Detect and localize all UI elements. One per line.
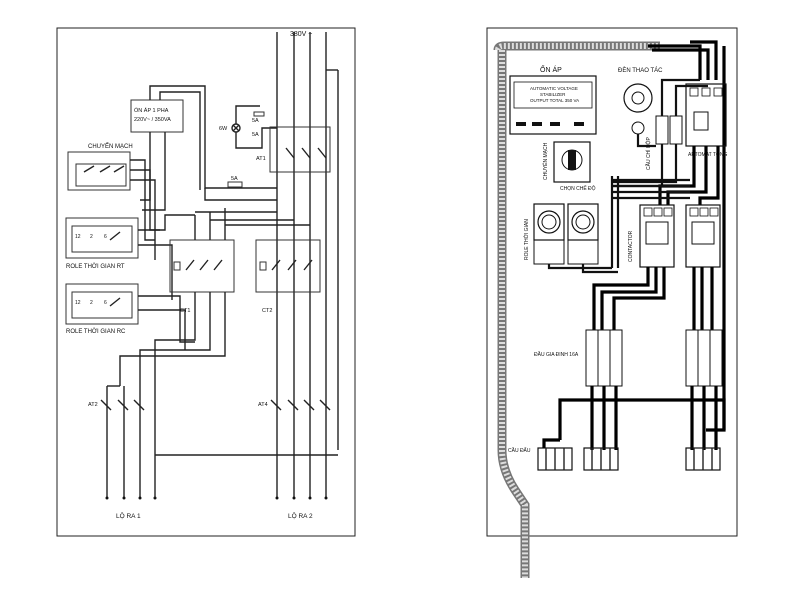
breaker-at1-label: AT1: [256, 156, 266, 162]
panel-stabilizer: ỔN ÁP AUTOMATIC VOLTAGE STABILIZER OUTPU…: [509, 65, 597, 135]
output-terminals: LỘ RA 1 LỘ RA 2: [105, 455, 328, 520]
panel-terminal-blocks: CẦU ĐẤU: [508, 438, 721, 471]
svg-text:12: 12: [75, 300, 81, 306]
svg-text:2: 2: [90, 300, 93, 306]
terminal-label: CẦU ĐẤU: [508, 447, 531, 454]
stabilizer-text-3: OUTPUT TOTAL 350 VA: [530, 98, 579, 103]
phase-bus-lines: [276, 32, 339, 498]
panel-branch-breakers: ĐẦU GIA ĐINH 16A: [534, 329, 726, 450]
breaker-at2-label: AT2: [88, 402, 98, 408]
stabilizer-text-1: AUTOMATIC VOLTAGE: [530, 86, 578, 91]
panel-wire-bundle: [610, 176, 690, 268]
output-breaker-at4: AT4: [258, 399, 331, 411]
stabilizer-label-2: 220V~ / 350VA: [134, 117, 171, 123]
cable-duct: [493, 41, 660, 578]
panel-frame: [486, 27, 738, 537]
fuse-label-3: 5A: [231, 176, 238, 182]
contactor-label: CONTACTOR: [628, 230, 634, 262]
panel-pilot-lamp: ĐÈN THAO TÁC: [618, 67, 663, 148]
fuse-holder-label: CẦU CHÌ HỘP: [645, 137, 652, 170]
output-breaker-at2: AT2: [88, 360, 338, 498]
pilot-lamp-circuit: 6W 5A 5A: [219, 105, 277, 149]
fuse-label-1: 5A: [252, 118, 259, 124]
stabilizer-title: ỔN ÁP: [540, 65, 562, 74]
relay-rt-label: ROLE THỜI GIAN RT: [66, 263, 125, 270]
svg-text:6: 6: [104, 300, 107, 306]
selector-sub-label: CHỌN CHẾ ĐỘ: [560, 185, 596, 192]
fuse-label-2: 5A: [252, 132, 259, 138]
breaker-at4-label: AT4: [258, 402, 268, 408]
timer-relay-rt: 12 2 6 ROLE THỜI GIAN RT: [65, 214, 195, 300]
fuse-5a: 5A: [227, 176, 243, 188]
panel-selector: CHUYỂN MẠCH CHỌN CHẾ ĐỘ: [542, 141, 596, 192]
fuse-1-symbol: [253, 111, 265, 117]
stabilizer-text-2: STABILIZER: [540, 92, 566, 97]
contactor-ct2: CT2: [255, 239, 321, 314]
relay-rc-label: ROLE THỜI GIAN RC: [66, 328, 126, 335]
cross-links: [195, 188, 310, 226]
output-1-label: LỘ RA 1: [116, 511, 141, 520]
svg-text:12: 12: [75, 234, 81, 240]
contactor-ct2-label: CT2: [262, 308, 272, 314]
selector-label: CHUYỂN MẠCH: [88, 143, 133, 150]
output-2-label: LỘ RA 2: [288, 511, 313, 520]
contactor-ct1: CT1: [119, 208, 235, 386]
panel-contactors: CONTACTOR: [592, 204, 721, 330]
timer-relay-label: ROLE THỜI GIAN: [523, 219, 530, 260]
panel-timer-relays: ROLE THỜI GIAN: [523, 203, 618, 274]
schematic-frame: [56, 27, 356, 537]
selector-switch: CHUYỂN MẠCH: [67, 143, 160, 260]
lamp-label: 6W: [219, 126, 228, 132]
supply-voltage-label: 380V ~: [290, 31, 312, 38]
main-breaker-label: APTOMAT TỔNG: [688, 151, 727, 158]
contactor-ct1-label: CT1: [180, 308, 190, 314]
stabilizer-label-1: ỔN ÁP 1 PHA: [134, 107, 169, 114]
main-breaker-at1: AT1: [256, 126, 331, 173]
svg-text:2: 2: [90, 234, 93, 240]
selector-label: CHUYỂN MẠCH: [542, 142, 549, 180]
pilot-lamp-label: ĐÈN THAO TÁC: [618, 67, 663, 74]
timer-relay-rc: 12 2 6 ROLE THỜI GIAN RC: [65, 283, 195, 350]
svg-text:6: 6: [104, 234, 107, 240]
wiring-schematic: 380V ~ ỔN ÁP 1 PHA 220V~ / 350VA 6W: [56, 27, 356, 537]
panel-layout: ỔN ÁP AUTOMATIC VOLTAGE STABILIZER OUTPU…: [486, 27, 738, 578]
branch-breaker-label: ĐẦU GIA ĐINH 16A: [534, 351, 579, 358]
